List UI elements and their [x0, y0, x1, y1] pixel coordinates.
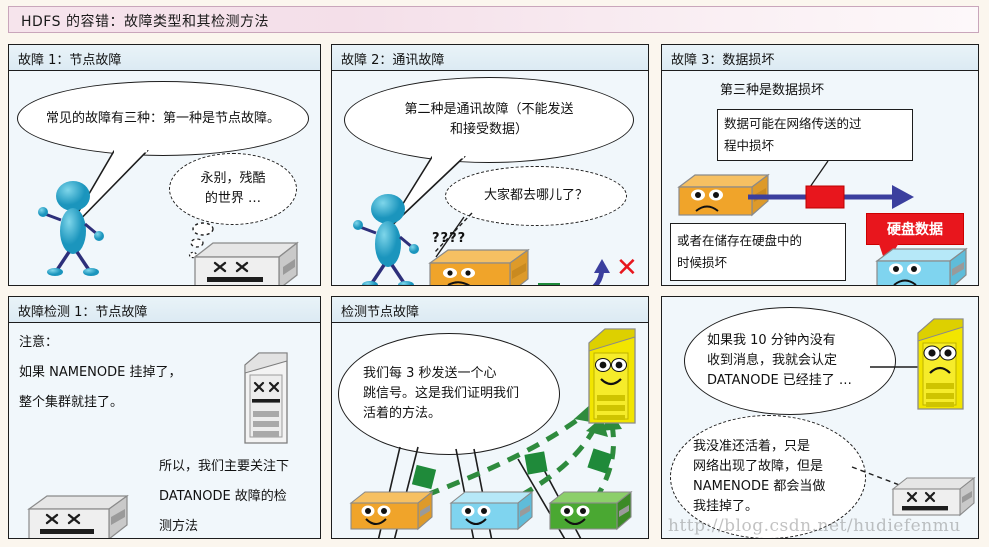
- heartbeat-bubble: 我们每 3 秒发送一个心 跳信号。这是我们证明我们 活着的方法。: [338, 333, 560, 455]
- timeout-bubble-tail: [868, 355, 924, 379]
- broken-link-icon: [480, 257, 640, 285]
- box-line: 程中损坏: [724, 138, 775, 153]
- bubble-line: 我们每 3 秒发送一个心: [363, 366, 497, 381]
- datanode-happy-cyan-icon: [448, 489, 536, 533]
- narrator-bubble: 第二种是通讯故障（不能发送 和接受数据）: [344, 77, 634, 163]
- panel-header: 故障 3：数据损坏: [662, 45, 978, 71]
- box-line: 时候损坏: [677, 255, 728, 270]
- bubble-line: 第二种是通讯故障（不能发送: [404, 102, 574, 117]
- panel-header-label: 故障检测 1：节点故障: [18, 305, 148, 320]
- bubble-line: 如果我 10 分钟內没有: [707, 333, 836, 348]
- thought-bubble-tail: [414, 211, 474, 261]
- bubble-line: 网络出现了故障，但是: [693, 459, 824, 474]
- note-line: 整个集群就挂了。: [19, 395, 124, 410]
- character-blue-icon: [346, 189, 430, 285]
- panel-header: 故障 2：通讯故障: [332, 45, 648, 71]
- panel-header: 检测节点故障: [332, 297, 648, 323]
- character-blue-icon: [31, 176, 115, 276]
- corruption-box-pointer: [802, 159, 842, 189]
- server-sad-cyan-icon: [874, 245, 970, 285]
- corruption-on-disk-box: 或者在储存在硬盘中的 时候损坏: [670, 223, 846, 281]
- bubble-line: 的世界 …: [204, 191, 262, 206]
- bubble-line: NAMENODE 都会当做: [693, 479, 826, 494]
- server-dead-gray-icon: [25, 491, 131, 538]
- question-marks-icon: ????: [432, 231, 467, 246]
- thought-bubble-tail: [187, 221, 227, 271]
- panel-body: 如果我 10 分钟內没有 收到消息，我就会认定 DATANODE 已经挂了 …: [662, 297, 978, 538]
- panel-body: 注意： 如果 NAMENODE 挂掉了， 整个集群就挂了。: [9, 323, 320, 538]
- panel-body: 第二种是通讯故障（不能发送 和接受数据） 大家都去哪儿了？: [332, 71, 648, 285]
- bubble-line: 永别，残酷: [200, 171, 266, 186]
- server-dead-gray-icon: [191, 237, 301, 285]
- datanode-happy-green-icon: [547, 489, 635, 533]
- panel-header: 故障 1：节点故障: [9, 45, 320, 71]
- panel-header-label: 检测节点故障: [341, 305, 420, 320]
- page-title-bar: HDFS 的容错：故障类型和其检测方法: [8, 6, 979, 33]
- protest-bubble-tail: [850, 465, 914, 495]
- section-caption: 第三种是数据损坏: [720, 83, 825, 98]
- link-broken-x-icon: ✕: [616, 253, 638, 283]
- panel-detection-timeout: 如果我 10 分钟內没有 收到消息，我就会认定 DATANODE 已经挂了 …: [661, 296, 979, 539]
- conclusion-line: 所以，我们主要关注下: [159, 459, 290, 474]
- namenode-timeout-bubble: 如果我 10 分钟內没有 收到消息，我就会认定 DATANODE 已经挂了 …: [684, 307, 896, 415]
- narrator-bubble: 常见的故障有三种：第一种是节点故障。: [17, 81, 309, 156]
- bubble-line: 跳信号。这是我们证明我们: [363, 386, 520, 401]
- panel-body: 第三种是数据损坏 数据可能在网络传送的过 程中损坏: [662, 71, 978, 285]
- namenode-tower-dead-icon: [237, 351, 295, 447]
- panel-header-label: 故障 1：节点故障: [18, 53, 122, 68]
- bubble-line: 我挂掉了。: [693, 499, 759, 514]
- namenode-tower-sad-icon: [910, 317, 970, 413]
- panel-body: 我们每 3 秒发送一个心 跳信号。这是我们证明我们 活着的方法。: [332, 323, 648, 538]
- conclusion-line: 测方法: [159, 519, 199, 534]
- panel-body: 常见的故障有三种：第一种是节点故障。 永别，残酷 的世界 …: [9, 71, 320, 285]
- datanode-protest-bubble: 我没准还活着，只是 网络出现了故障，但是 NAMENODE 都会当做 我挂掉了。: [670, 415, 866, 538]
- bubble-line: 活着的方法。: [363, 406, 442, 421]
- box-line: 数据可能在网络传送的过: [724, 116, 862, 131]
- narrator-bubble-tail: [380, 155, 470, 235]
- panel-header-label: 故障 3：数据损坏: [671, 53, 775, 68]
- box-line: 或者在储存在硬盘中的: [677, 233, 803, 248]
- callout-label: 硬盘数据: [887, 222, 943, 238]
- bubble-line: 我没准还活着，只是: [693, 439, 811, 454]
- panel-detection-heartbeat: 检测节点故障 我们每 3 秒发送一个心 跳信号。这是我们证明我们 活着的方法。: [331, 296, 649, 539]
- corruption-in-transit-box: 数据可能在网络传送的过 程中损坏: [717, 109, 913, 161]
- page-title: HDFS 的容错：故障类型和其检测方法: [21, 14, 269, 30]
- bubble-line: 和接受数据）: [449, 122, 528, 137]
- note-line: 注意：: [19, 335, 59, 350]
- note-line: 如果 NAMENODE 挂掉了，: [19, 365, 182, 380]
- disk-data-callout: 硬盘数据: [866, 213, 964, 245]
- panel-header-label: 故障 2：通讯故障: [341, 53, 445, 68]
- datanode-happy-orange-icon: [348, 489, 436, 533]
- panel-failure-1: 故障 1：节点故障 常见的故障有三种：第一种是节点故障。 永别，残酷 的世界 …: [8, 44, 321, 286]
- server-dead-gray-icon: [890, 475, 978, 519]
- bubble-line: 常见的故障有三种：第一种是节点故障。: [45, 110, 280, 126]
- dying-node-thought-bubble: 永别，残酷 的世界 …: [169, 153, 297, 225]
- panel-failure-2: 故障 2：通讯故障 第二种是通讯故障（不能发送 和接受数据） 大家都去哪儿了？: [331, 44, 649, 286]
- namenode-tower-happy-icon: [581, 327, 643, 427]
- bubble-line: 收到消息，我就会认定: [707, 353, 838, 368]
- panel-header: 故障检测 1：节点故障: [9, 297, 320, 323]
- confused-node-thought-bubble: 大家都去哪儿了？: [445, 166, 627, 226]
- conclusion-line: DATANODE 故障的检: [159, 489, 287, 504]
- corrupt-transfer-arrow: [746, 181, 918, 215]
- server-confused-orange-icon: [426, 245, 532, 285]
- bubble-line: 大家都去哪儿了？: [483, 188, 588, 203]
- panel-detection-1: 故障检测 1：节点故障 注意： 如果 NAMENODE 挂掉了， 整个集群就挂了…: [8, 296, 321, 539]
- bubble-line: DATANODE 已经挂了 …: [707, 373, 852, 388]
- panel-failure-3: 故障 3：数据损坏 第三种是数据损坏 数据可能在网络传送的过 程中损坏: [661, 44, 979, 286]
